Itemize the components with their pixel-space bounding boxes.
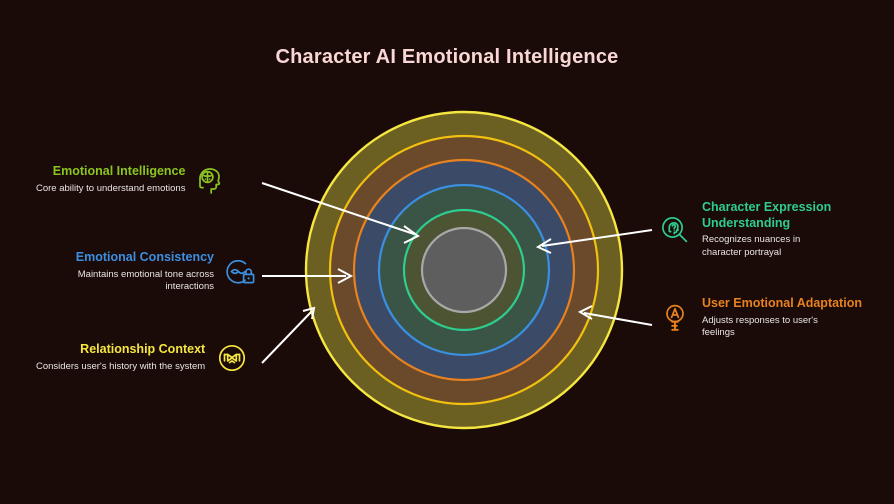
core-circle [420, 226, 508, 314]
legend-title-relationship-context: Relationship Context [80, 342, 206, 357]
ring-emotional-intelligence [402, 208, 526, 332]
magnifier-question-head-icon [658, 213, 692, 247]
page-title: Character AI Emotional Intelligence [275, 46, 619, 68]
legend-title-character-expression-understanding: Character Expression Understanding [702, 200, 832, 230]
legend-item-relationship-context[interactable]: Relationship Context Considers user's hi… [36, 341, 258, 375]
legend-description-relationship-context: Considers user's history with the system [36, 360, 206, 372]
legend-item-emotional-intelligence[interactable]: Emotional Intelligence Core ability to u… [36, 163, 258, 197]
ring-character-expression [377, 183, 551, 357]
legend-title-user-emotional-adaptation: User Emotional Adaptation [702, 296, 862, 310]
ring-user-emotional-adaptation [328, 134, 600, 406]
legend-item-user-emotional-adaptation[interactable]: User Emotional Adaptation Adjusts respon… [658, 296, 884, 340]
arrow-emotional-intelligence [261, 182, 420, 244]
legend-description-emotional-consistency: Maintains emotional tone across interact… [77, 268, 214, 293]
legend-item-character-expression-understanding[interactable]: Character Expression Understanding Recog… [658, 200, 884, 260]
circled-a-e-icon [658, 301, 692, 335]
ring-emotional-consistency [352, 158, 576, 382]
legend-title-emotional-consistency: Emotional Consistency [75, 250, 214, 264]
legend-description-emotional-intelligence: Core ability to understand emotions [36, 182, 186, 194]
arrow-user-emotional-adaptation [577, 305, 653, 326]
legend-title-emotional-intelligence: Emotional Intelligence [52, 164, 186, 179]
legend-description-character-expression-understanding: Recognizes nuances in character portraya… [702, 234, 801, 259]
arrow-relationship-context [261, 306, 316, 364]
head-brain-icon [195, 163, 229, 197]
ring-relationship-context [304, 110, 624, 430]
arrow-emotional-consistency [262, 268, 354, 284]
circle-handshake-icon [215, 341, 249, 375]
circle-lock-icon [224, 255, 258, 289]
legend-item-emotional-consistency[interactable]: Emotional Consistency Maintains emotiona… [36, 250, 258, 294]
legend-description-user-emotional-adaptation: Adjusts responses to user's feelings [702, 314, 818, 339]
arrow-character-expression [535, 229, 653, 254]
